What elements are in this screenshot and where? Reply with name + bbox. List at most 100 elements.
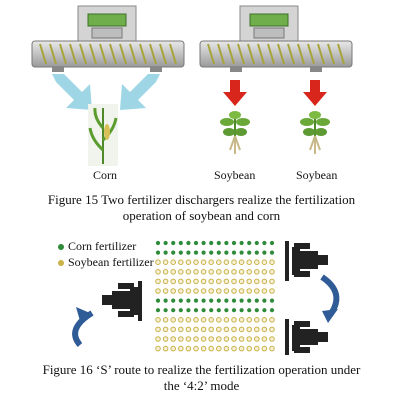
soybean-fertilizer-dot [200, 326, 207, 333]
soybean-fertilizer-dot [208, 336, 214, 342]
soybean-fertilizer-dot [155, 317, 161, 323]
soybean-fertilizer-dot [246, 345, 252, 352]
corn-fertilizer-dot [247, 240, 252, 246]
corn-plant-image [88, 104, 118, 166]
corn-fertilizer-dot [224, 308, 229, 313]
corn-fertilizer-dot [201, 308, 206, 313]
soybean-fertilizer-dot [162, 345, 169, 352]
soybean-fertilizer-dot [162, 269, 169, 275]
corn-fertilizer-dot [224, 240, 229, 246]
soybean-fertilizer-dot [162, 326, 169, 333]
corn-fertilizer-dot [186, 298, 191, 303]
soybean-fertilizer-dot [261, 345, 268, 352]
corn-fertilizer-dot [262, 298, 267, 303]
figure-15-caption-line2: operation of soybean and corn [122, 208, 281, 223]
soybean-fertilizer-dot [231, 336, 237, 342]
soybean-fertilizer-dot [155, 345, 161, 352]
soybean-fertilizer-dot [269, 345, 275, 352]
corn-fertilizer-dot [193, 298, 199, 303]
soybean-fertilizer-dot [231, 345, 237, 352]
corn-fertilizer-dot [239, 250, 244, 255]
soybean-label-right: Soybean [296, 168, 338, 182]
corn-fertilizer-dot [201, 240, 206, 246]
soybean-fertilizer-dot [170, 259, 176, 266]
corn-fertilizer-dot [269, 308, 275, 313]
soybean-fertilizer-dot [193, 336, 199, 342]
soybean-fertilizer-dot [178, 345, 184, 352]
soybean-fertilizer-dot [193, 317, 199, 323]
soybean-fertilizer-dot [231, 278, 237, 285]
soybean-fertilizer-dot [253, 345, 260, 352]
legend-soybean-fertilizer: Soybean fertilizer [58, 256, 154, 269]
corn-fertilizer-dot-icon [58, 243, 64, 250]
corn-fertilizer-dot [247, 298, 252, 303]
soybean-fertilizer-dot [269, 336, 275, 342]
soybean-fertilizer-dot [185, 326, 192, 333]
corn-fertilizer-dot [231, 240, 237, 246]
soybean-fertilizer-dot [200, 269, 207, 275]
corn-fertilizer-dot [163, 298, 168, 303]
corn-fertilizer-dot [163, 250, 168, 255]
corn-fertilizer-dot [178, 308, 183, 313]
corn-discharge-arrow-left [52, 74, 92, 110]
soybean-fertilizer-dot [178, 288, 184, 294]
corn-fertilizer-dot [193, 250, 199, 255]
soybean-fertilizer-dot [231, 259, 237, 266]
soybean-fertilizer-dot [261, 336, 268, 342]
corn-fertilizer-dot [155, 298, 161, 303]
figure-15-caption: Figure 15 Two fertilizer dischargers rea… [6, 192, 397, 224]
corn-fertilizer-dot [269, 298, 275, 303]
figure-16-caption-line2: the ‘4:2’ mode [163, 378, 240, 393]
soybean-fertilizer-dot [208, 259, 214, 266]
soybean-fertilizer-dot [269, 288, 275, 294]
soybean-fertilizer-dot [155, 288, 161, 294]
corn-fertilizer-dot [163, 308, 168, 313]
corn-fertilizer-dot [186, 250, 191, 255]
soybean-fertilizer-dot [238, 269, 245, 275]
soybean-fertilizer-dot [170, 345, 176, 352]
legend-corn-fertilizer: Corn fertilizer [58, 240, 136, 253]
soybean-label-left: Soybean [214, 168, 256, 182]
corn-fertilizer-dot [209, 250, 214, 255]
soybean-plant-image-right [300, 111, 330, 154]
soybean-discharge-arrow-left [223, 80, 247, 106]
soybean-fertilizer-dot [269, 326, 275, 333]
soybean-fertilizer-dot [193, 259, 199, 266]
turn-arrow-right-icon [320, 274, 340, 323]
corn-fertilizer-dot [155, 250, 161, 255]
corn-fertilizer-dot [262, 308, 267, 313]
soybean-fertilizer-dot [178, 326, 184, 333]
soybean-fertilizer-dot [269, 317, 275, 323]
corn-fertilizer-dot [262, 240, 267, 246]
soybean-fertilizer-dot [253, 259, 260, 266]
corn-label: Corn [93, 168, 117, 182]
soybean-fertilizer-dot [253, 269, 260, 275]
soybean-fertilizer-dot [185, 336, 192, 342]
soybean-fertilizer-dot [193, 326, 199, 333]
corn-fertilizer-dot [224, 298, 229, 303]
soybean-discharge-arrow-right [303, 80, 327, 106]
soybean-fertilizer-dot [261, 288, 268, 294]
soybean-fertilizer-dot [246, 269, 252, 275]
soybean-fertilizer-dot [246, 259, 252, 266]
soybean-fertilizer-dot [261, 269, 268, 275]
soybean-fertilizer-dot [200, 345, 207, 352]
soybean-fertilizer-dot [208, 288, 214, 294]
soybean-fertilizer-dot [193, 278, 199, 285]
corn-fertilizer-dot [269, 250, 275, 255]
soybean-fertilizer-dot [253, 326, 260, 333]
corn-fertilizer-dot [209, 298, 214, 303]
soybean-fertilizer-dot [223, 326, 230, 333]
corn-fertilizer-dot [224, 250, 229, 255]
soybean-fertilizer-dot [269, 269, 275, 275]
corn-fertilizer-dot [155, 308, 161, 313]
soybean-fertilizer-discharger [199, 5, 353, 72]
soybean-fertilizer-dot [238, 326, 245, 333]
soybean-fertilizer-dot [246, 326, 252, 333]
soybean-fertilizer-dot [162, 278, 169, 285]
corn-fertilizer-dot [186, 308, 191, 313]
soybean-fertilizer-dot [231, 317, 237, 323]
tractor-middle-left [102, 281, 142, 321]
soybean-plant-image-left [220, 111, 250, 154]
tractor-top-right [285, 241, 328, 281]
